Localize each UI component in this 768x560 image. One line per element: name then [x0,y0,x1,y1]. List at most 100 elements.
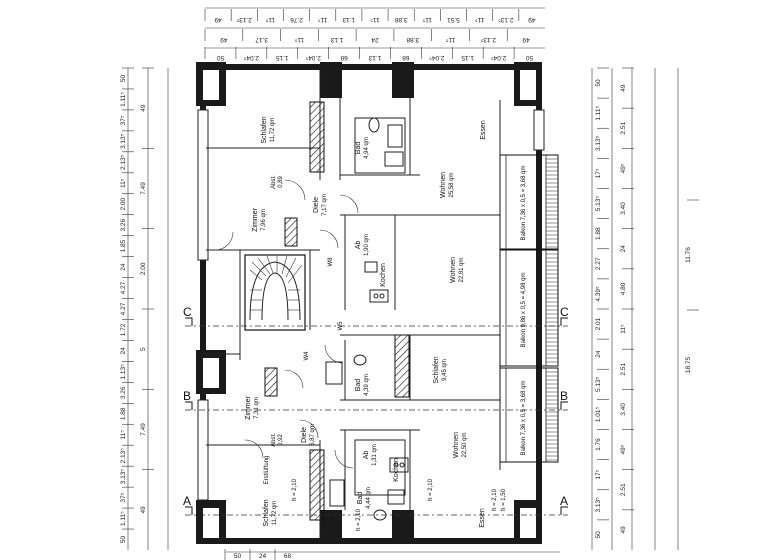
room-name: Diele [313,197,320,213]
dimension-value: 1.11⁵ [120,92,127,107]
dimension-value: 3.13⁵ [120,133,127,149]
dimension-value: 2.13⁵ [236,16,252,23]
dimension-value: 5.13⁵ [595,376,602,392]
dimension-value: 2.51 [620,122,627,135]
dimension-chain-left-1: 501.11⁵37⁵3.13⁵2.13⁵11⁵2.003.261.85244.2… [120,67,134,543]
dimension-value: 11⁵ [475,16,485,23]
dimension-value: 3.13⁵ [595,497,602,513]
dimension-value: 3.88 [394,16,407,23]
dimension-value: 68 [284,553,292,560]
dimension-value: 11⁵ [422,16,432,23]
dimension-value: 1.01⁵ [595,406,602,422]
dimension-value: 24 [259,553,267,560]
dimension-value: 24 [620,245,627,253]
wall-label: W4 [304,351,310,361]
dimension-value: 37⁵ [120,492,127,502]
dimension-value: 1.15 [461,54,474,61]
dimension-value: 11⁵ [620,324,627,334]
ceiling-height: h = 2,10 [428,478,434,501]
room-area: 1,90 qm [364,234,370,256]
dimension-value: 1.85 [120,239,127,252]
room-area: 0,92 [278,434,284,446]
fixtures [325,117,409,521]
room-area: 9,45 qm [442,359,448,381]
dimension-value: 5.13⁵ [595,196,602,212]
dimension-value: 3.40 [620,403,627,416]
section-lines: C C B B A A [183,305,569,516]
dimension-value: 49 [620,526,627,534]
room-name: Essen [479,508,486,528]
dimension-value: 37⁵ [120,115,127,125]
dimension-value: 2.13⁵ [480,36,496,43]
room-name: Diele [301,427,308,443]
dimension-value: 2.04⁵ [305,54,321,61]
dimension-value: 49⁵ [620,444,627,454]
balcony-label: Balkon 7,36 x 0,5 = 3,68 qm [521,166,527,241]
room-name: Erstlüftung [264,456,270,485]
dimension-value: 68 [402,54,410,61]
dimension-value: 11⁵ [120,430,127,440]
staircase [244,254,306,331]
dimension-value: 5.51 [447,16,460,23]
dimension-value: 24 [371,36,379,43]
room-name: Abst. [271,175,277,189]
dimension-value: 2.04⁵ [243,54,259,61]
room-area: 22,81 qm [459,257,465,282]
dimension-value: 18.75 [685,356,692,373]
dimension-value: 2.76 [290,16,303,23]
dimension-value: 3.13⁵ [595,135,602,151]
dimension-value: 11⁵ [370,16,380,23]
dimension-value: 11⁵ [120,178,127,188]
room-name: Wohnen [440,172,447,198]
right-dimension-chains: 501.11⁵3.13⁵17⁵5.13⁵1.882.274.39⁵2.01245… [591,67,699,550]
dimension-value: 3.26 [120,218,127,231]
room-name: Kochen [393,458,400,482]
dimension-value: 49 [220,36,228,43]
dimension-value: 1.88 [120,407,127,420]
dimension-value: 4.27 [120,302,127,315]
section-marker-a-left: A [183,494,191,508]
dimension-value: 49 [214,16,222,23]
dimension-value: 50 [216,54,224,61]
dimension-value: 3.40 [620,202,627,215]
room-area: 4,39 qm [364,374,370,396]
dimension-value: 4.27 [120,281,127,294]
door-swings [214,179,359,469]
room-name: Ab [363,451,370,460]
dimension-value: 1.88 [595,227,602,240]
outer-walls [196,62,545,544]
room-name: Wohnen [450,257,457,283]
dimension-value: 24 [120,347,127,355]
room-area: 11,72 qm [270,118,276,143]
dimension-value: 2.00 [120,198,127,211]
dimension-value: 2.13⁵ [120,448,127,464]
dimension-value: 24 [595,350,602,358]
dimension-value: 17⁵ [595,469,602,479]
hatched-shafts [264,101,410,521]
room-name: Zimmer [252,207,259,231]
dimension-value: 1.11⁵ [595,105,602,120]
dimension-value: 1.11⁵ [120,511,127,526]
dimension-value: 4.80 [620,282,627,295]
room-area: 25,58 qm [449,172,455,197]
room-name: Wohnen [453,432,460,458]
room-name: Essen [480,120,487,140]
room-area: 7,17 qm [322,194,328,216]
dimension-value: 50 [595,79,602,87]
room-area: 22,50 qm [462,432,468,457]
dimension-value: 24 [120,263,127,271]
dimension-value: 11⁵ [446,36,456,43]
room-area: 4,94 qm [364,137,370,159]
dimension-value: 3.88 [406,36,419,43]
room-area: 4,44 qm [366,487,372,509]
ceiling-height: h = 1,50 [501,488,507,511]
room-name: Ab [355,241,362,250]
dimension-value: 3.17 [255,36,268,43]
wall-label: W8 [328,257,334,267]
